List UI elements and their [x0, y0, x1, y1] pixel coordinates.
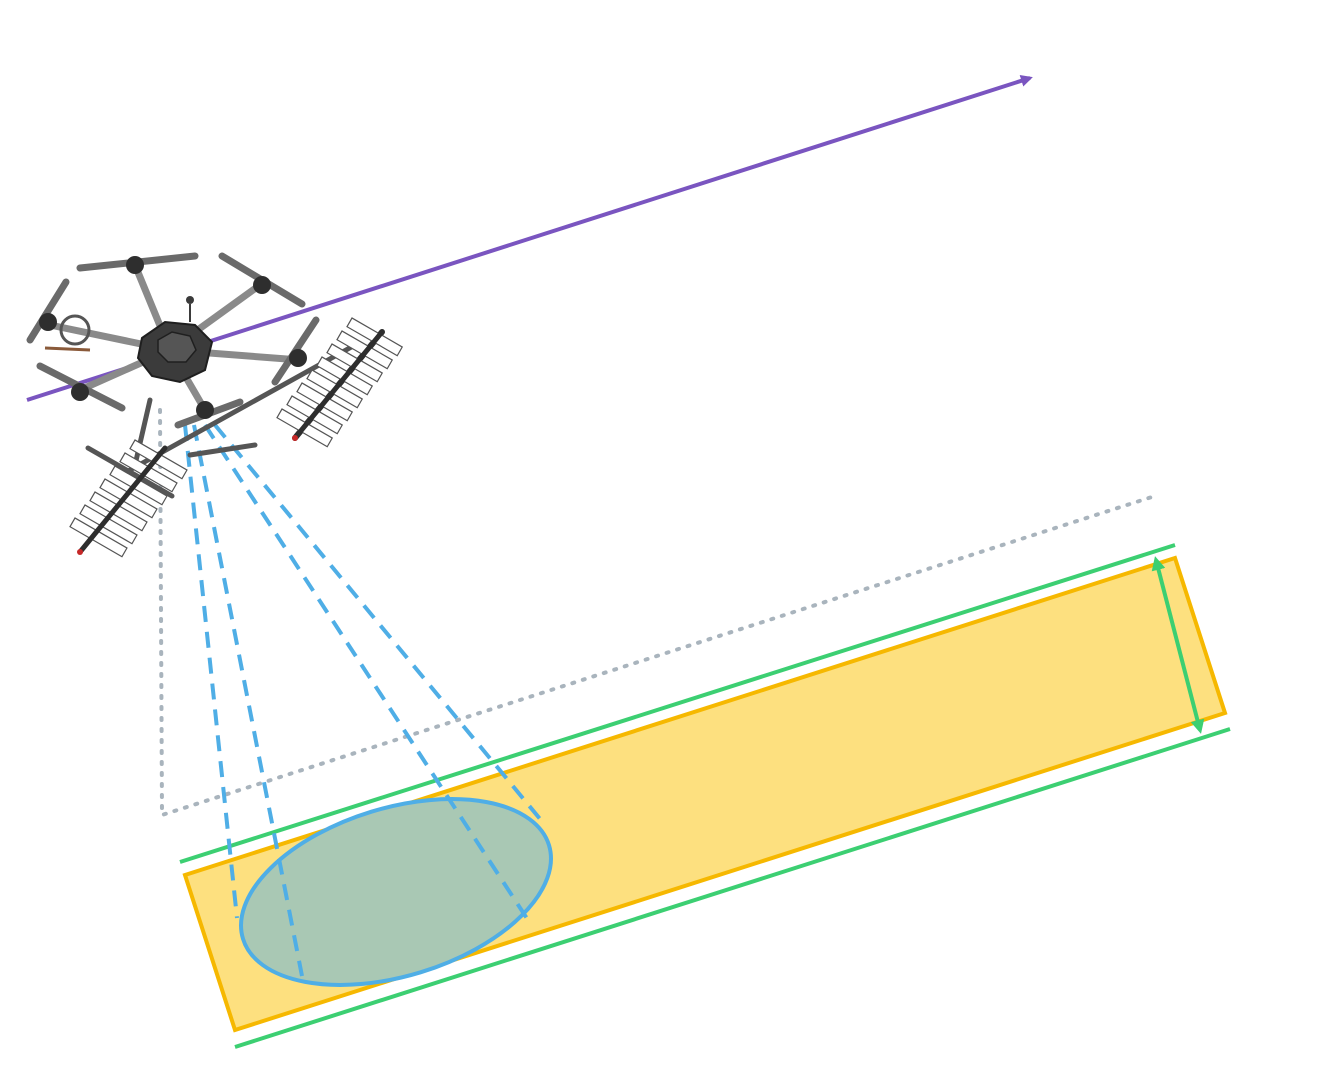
hexacopter-drone-icon: [26, 252, 404, 558]
swath-boundary-lower: [234, 727, 1231, 1049]
swath-boundary-upper: [179, 543, 1176, 864]
yagi-antenna-icon: [276, 317, 404, 448]
ground-projection-line: [158, 408, 1160, 818]
beam-line: [203, 423, 530, 922]
swath-width-arrow: [1151, 556, 1205, 734]
beam-line: [183, 424, 239, 919]
beam-line: [213, 423, 547, 827]
yagi-antenna-icon: [69, 439, 188, 558]
antenna-footprint: [239, 797, 553, 987]
antenna-beam: [183, 423, 547, 977]
beam-line: [192, 424, 304, 977]
